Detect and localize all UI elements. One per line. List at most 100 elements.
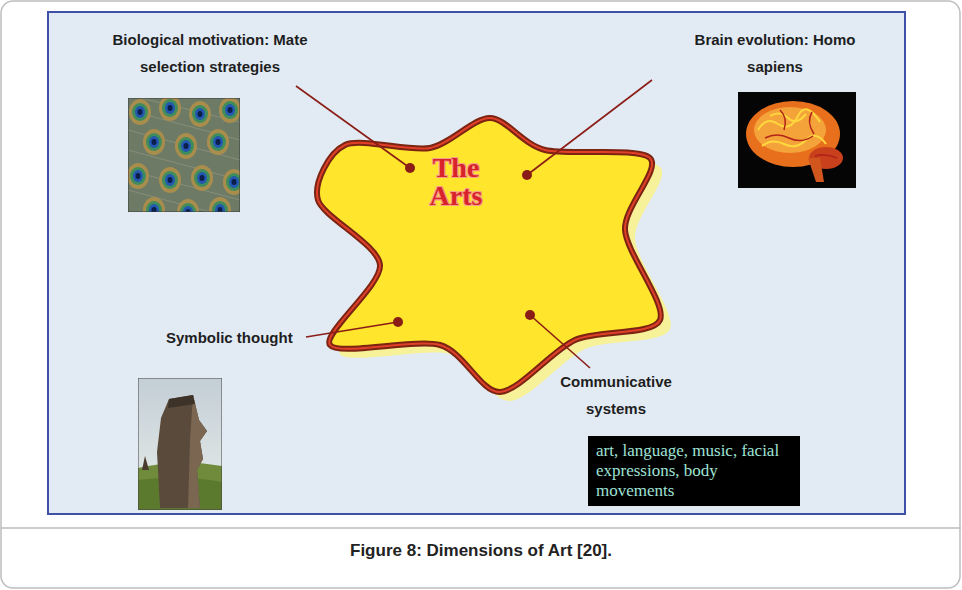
dimension-label: Biological motivation: Mate selection st… bbox=[110, 26, 310, 80]
leader-line bbox=[306, 322, 398, 337]
moai-photo bbox=[138, 378, 222, 510]
brain-photo-part-part bbox=[809, 112, 814, 134]
dimension-label: Symbolic thought bbox=[166, 324, 293, 351]
anchor-dot bbox=[522, 170, 532, 180]
brain-photo-part-part bbox=[765, 135, 813, 141]
peacock-photo-part-part-part bbox=[232, 179, 237, 185]
peacock-photo-part-part-part bbox=[223, 169, 240, 195]
peacock-photo-part-part-part bbox=[143, 197, 165, 212]
peacock-photo-part-part-part bbox=[197, 172, 207, 184]
peacock-photo-part-part-part bbox=[132, 103, 148, 121]
peacock-photo-part-part-part bbox=[219, 98, 240, 123]
peacock-photo-part-part-part bbox=[181, 140, 191, 152]
peacock-photo-part-part bbox=[207, 129, 229, 155]
peacock-photo-part-part-part bbox=[216, 139, 221, 145]
peacock-photo-part-part-part bbox=[152, 139, 157, 145]
peacock-photo-part bbox=[128, 98, 240, 212]
peacock-photo-part-part bbox=[143, 197, 165, 212]
peacock-photo-part-part bbox=[143, 129, 165, 155]
peacock-photo-part bbox=[128, 98, 240, 212]
brain-photo-part-part bbox=[770, 113, 806, 121]
dimension-label: Brain evolution: Homo sapiens bbox=[672, 26, 878, 80]
peacock-photo-part-part bbox=[128, 163, 149, 189]
blob-shape bbox=[298, 100, 698, 410]
peacock-photo-part-part-part bbox=[175, 133, 197, 159]
peacock-photo-part-part-part bbox=[189, 101, 211, 127]
peacock-photo-part-part-part bbox=[168, 105, 173, 111]
brain-photo-part bbox=[765, 110, 837, 158]
moai-photo-part bbox=[138, 378, 222, 510]
peacock-photo-part-part-part bbox=[178, 137, 194, 155]
peacock-photo-part-part-part bbox=[215, 204, 225, 212]
peacock-photo-part-part-part bbox=[209, 197, 231, 212]
peacock-photo-part-part bbox=[191, 165, 213, 191]
peacock-photo-part-part-part bbox=[195, 108, 205, 120]
peacock-photo-part-part-part bbox=[180, 203, 196, 212]
peacock-photo-part-part-part bbox=[162, 99, 178, 117]
brain-photo-part-part bbox=[815, 155, 837, 158]
figure-frame-part bbox=[48, 12, 905, 514]
peacock-photo-part-part bbox=[175, 133, 197, 159]
peacock-photo-part-part-part bbox=[149, 204, 159, 212]
peacock-photo-part-part-part bbox=[146, 133, 162, 151]
peacock-photo-part-part-part bbox=[194, 169, 210, 187]
peacock-photo-part-part-part bbox=[128, 163, 149, 189]
leader-line bbox=[527, 80, 652, 175]
peacock-photo-part-part bbox=[159, 167, 181, 193]
peacock-photo-part-part-part bbox=[133, 170, 143, 182]
peacock-photo-part-part-part bbox=[198, 111, 203, 117]
brain-photo-part-part bbox=[780, 110, 785, 130]
leader-line bbox=[530, 315, 590, 368]
brain-photo-part bbox=[758, 109, 826, 146]
peacock-photo-part-part-part bbox=[213, 136, 223, 148]
peacock-photo-part-part bbox=[223, 169, 240, 195]
peacock-photo-part-part-part bbox=[183, 206, 193, 212]
peacock-photo-part bbox=[128, 98, 240, 212]
brain-photo bbox=[738, 92, 856, 188]
peacock-photo-part bbox=[128, 98, 240, 212]
peacock-photo-part-part bbox=[219, 98, 240, 123]
moai-photo-part bbox=[157, 395, 207, 508]
peacock-photo-part-part-part bbox=[162, 171, 178, 189]
peacock-photo-part-part-part bbox=[212, 201, 228, 212]
peacock-photo-part-part-part bbox=[146, 201, 162, 212]
anchor-dot bbox=[405, 163, 415, 173]
peacock-photo-part-part-part bbox=[152, 207, 157, 212]
box-text: art, language, music, facial expressions… bbox=[596, 441, 792, 501]
black-text-box: art, language, music, facial expressions… bbox=[588, 436, 800, 506]
peacock-photo-part-part-part bbox=[192, 105, 208, 123]
anchor-dot bbox=[525, 310, 535, 320]
peacock-photo-part-part bbox=[128, 130, 240, 160]
blob-outline-inner bbox=[317, 118, 661, 392]
anchor-dot bbox=[393, 317, 403, 327]
peacock-photo-part-part-part bbox=[130, 167, 146, 185]
central-blob: The Arts bbox=[298, 100, 698, 410]
peacock-photo-part-part bbox=[189, 101, 211, 127]
moai-photo-part bbox=[188, 395, 207, 508]
peacock-photo-part-part-part bbox=[135, 106, 145, 118]
brain-photo-part bbox=[738, 92, 856, 188]
moai-photo-part bbox=[168, 395, 195, 408]
peacock-photo-part-part-part bbox=[138, 109, 143, 115]
peacock-photo-part-part bbox=[129, 99, 151, 125]
peacock-photo-part-part-part bbox=[228, 107, 233, 113]
peacock-photo-part-part-part bbox=[168, 177, 173, 183]
peacock-photo-part-part-part bbox=[210, 133, 226, 151]
brain-photo-part bbox=[754, 107, 826, 153]
peacock-photo-part-part-part bbox=[159, 167, 181, 193]
peacock-photo-part-part-part bbox=[143, 129, 165, 155]
peacock-photo-part-part-part bbox=[184, 143, 189, 149]
peacock-photo-part-part bbox=[159, 98, 181, 121]
peacock-photo bbox=[128, 98, 240, 212]
leader-line bbox=[296, 86, 410, 168]
peacock-photo-part-part-part bbox=[200, 175, 205, 181]
peacock-photo-part-part-part bbox=[191, 165, 213, 191]
peacock-photo-part-part-part bbox=[129, 99, 151, 125]
peacock-photo-part-part-part bbox=[165, 102, 175, 114]
figure-caption: Figure 8: Dimensions of Art [20]. bbox=[350, 541, 612, 561]
moai-photo-part bbox=[138, 378, 222, 510]
central-title: The Arts bbox=[410, 154, 502, 210]
peacock-photo-part-part bbox=[209, 197, 231, 212]
